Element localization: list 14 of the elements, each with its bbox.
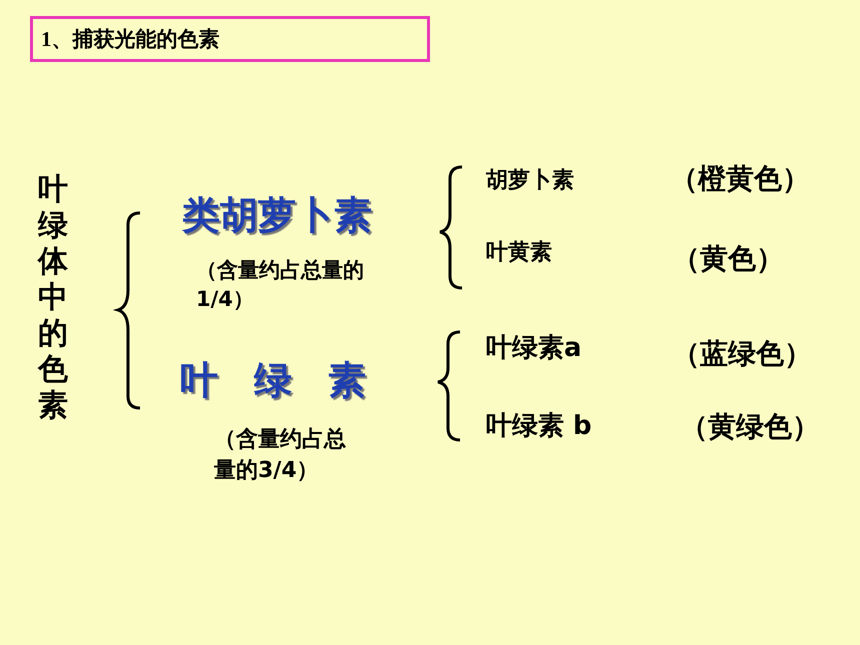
pigment-name: 叶黄素 (486, 239, 552, 267)
color-note: （黄绿色） (680, 409, 820, 445)
pigment-name: 叶绿素a (486, 332, 582, 365)
note-text: （含量约占总量的1/4） (196, 257, 365, 314)
pigment-name: 胡萝卜素 (486, 167, 574, 195)
note-text: （含量约占总量的3/4） (214, 426, 347, 485)
title-box: 1、捕获光能的色素 (30, 16, 430, 62)
color-note: （黄色） (672, 241, 784, 277)
category-heading: 类胡萝卜素 (182, 192, 372, 239)
category-heading: 叶绿素 (180, 357, 402, 404)
vertical-heading: 叶绿体中的色素 (38, 172, 69, 424)
color-note: （蓝绿色） (672, 336, 812, 372)
color-note: （橙黄色） (670, 161, 810, 197)
pigment-name: 叶绿素 b (486, 410, 592, 443)
